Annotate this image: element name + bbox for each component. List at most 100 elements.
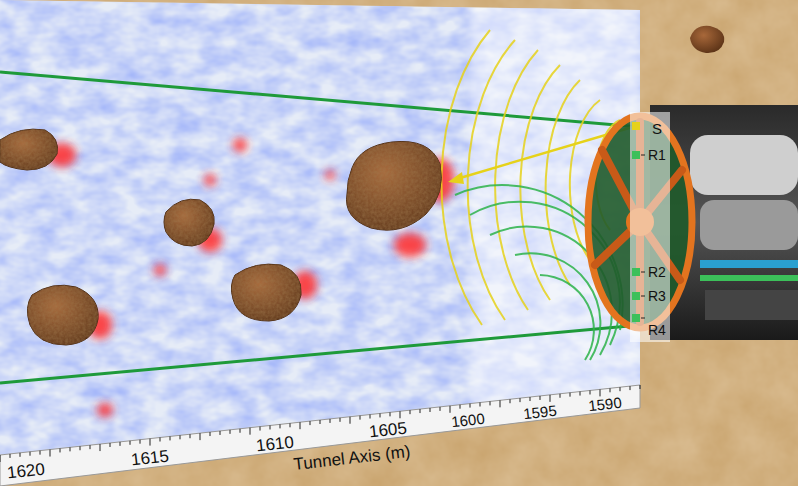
anomaly (154, 264, 166, 276)
small-rock (690, 26, 724, 53)
boulder (27, 285, 98, 345)
boulder-texture (347, 141, 442, 230)
scale-tick (500, 400, 501, 407)
scale-tick (460, 405, 461, 409)
scale-tick (390, 412, 391, 416)
scale-tick (620, 387, 621, 391)
anomaly (394, 233, 426, 257)
scale-tick (130, 441, 131, 445)
scale-tick (30, 452, 31, 456)
scale-tick (270, 425, 271, 429)
scale-tick (100, 444, 101, 451)
scale-tick (150, 439, 151, 446)
receiver-label: R3 (648, 289, 666, 303)
scale-tick (340, 418, 341, 422)
scale-tick (240, 429, 241, 433)
boulder-texture (164, 199, 214, 246)
source-marker (632, 122, 640, 130)
receiver-marker (632, 292, 640, 300)
scale-tick (260, 427, 261, 431)
receiver-marker (632, 268, 640, 276)
scale-tick (250, 428, 251, 435)
machine-pipe (700, 260, 798, 268)
scale-tick (360, 416, 361, 420)
scale-tick (210, 432, 211, 436)
receiver-marker (632, 314, 640, 322)
scale-tick (550, 395, 551, 402)
scale-tick (510, 399, 511, 403)
scale-tick (170, 436, 171, 440)
scale-tick (540, 396, 541, 400)
scale-tick (370, 415, 371, 419)
axis-tick-label: 1610 (255, 433, 295, 454)
scale-tick (160, 438, 161, 442)
scale-tick (450, 406, 451, 413)
wavefront (546, 80, 580, 285)
scale-tick (40, 451, 41, 455)
axis-tick-label: 1595 (523, 403, 558, 422)
scale-tick (300, 422, 301, 429)
anomaly (325, 170, 335, 180)
scale-tick (20, 453, 21, 457)
axis-tick-label: 1620 (6, 460, 46, 481)
wavefront (540, 275, 594, 360)
anomaly (97, 403, 113, 417)
boulders (0, 129, 441, 345)
wavefront (468, 40, 515, 320)
wavefront (515, 253, 600, 360)
machine-part (705, 290, 798, 320)
scale-tick (380, 413, 381, 417)
scale-tick (480, 403, 481, 407)
wavefront (495, 50, 538, 310)
tunnel-boundary-line (0, 72, 640, 127)
receiver-label: R1 (648, 148, 666, 162)
boulder-texture (0, 129, 441, 345)
scale-tick (220, 431, 221, 435)
scale-tick (200, 433, 201, 440)
scale-tick (530, 397, 531, 401)
scale-tick (80, 446, 81, 450)
scale-tick (640, 385, 641, 389)
scale-tick (420, 409, 421, 413)
scale-tick (410, 410, 411, 414)
boulder-texture (0, 129, 58, 170)
scale-tick (470, 404, 471, 408)
scale-tick (320, 420, 321, 424)
boulder (0, 129, 58, 170)
machine-cylinder (700, 200, 798, 250)
scale-tick (590, 390, 591, 394)
scale-ticks (0, 385, 640, 462)
tunnel-boundary-line (0, 325, 640, 383)
machine-pipe (700, 275, 798, 281)
sensors (632, 122, 645, 322)
scale-tick (0, 455, 1, 462)
receiver-marker (632, 151, 640, 159)
leader-line (641, 296, 645, 297)
boulder-texture (27, 285, 98, 345)
sensor-panel (630, 112, 670, 342)
scale-tick (310, 421, 311, 425)
axis-tick-label: 1605 (368, 419, 408, 440)
tomogram-panel (0, 0, 640, 460)
axis-tick-label: 1600 (451, 411, 486, 430)
scale-tick (280, 424, 281, 428)
scale-tick (490, 401, 491, 405)
tbm-machine (588, 105, 798, 340)
anomaly-spots (48, 138, 454, 417)
scale-tick (140, 440, 141, 444)
receiver-label: R2 (648, 265, 666, 279)
leader-line (641, 318, 645, 319)
scale-tick (440, 407, 441, 411)
scale-strip (0, 385, 640, 486)
scale-tick (560, 394, 561, 398)
tomogram-texture (0, 0, 640, 460)
receiver-label: R4 (648, 323, 666, 337)
scale-tick (180, 435, 181, 439)
scale-tick (330, 419, 331, 423)
scale-tick (610, 388, 611, 392)
axis-tick-label: 1615 (130, 447, 170, 468)
scale-tick (60, 448, 61, 452)
